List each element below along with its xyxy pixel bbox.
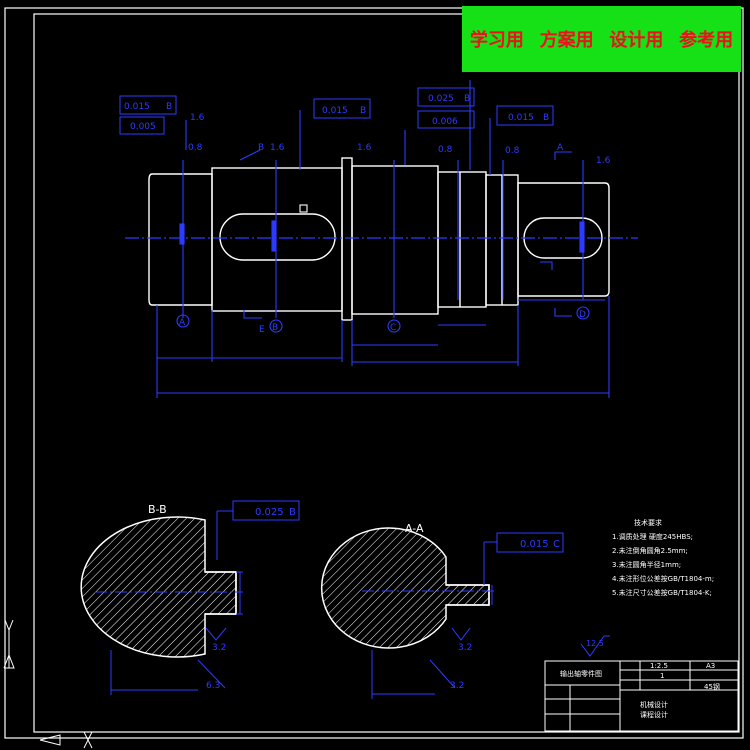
rough-7: 1.6	[190, 113, 205, 123]
title-block	[544, 660, 739, 732]
rough-6: 1.6	[596, 156, 611, 166]
section-bb-rough-2: 6.3	[206, 681, 220, 691]
section-aa-rough-1: 3.2	[458, 643, 472, 653]
section-bb-tol-ref: B	[289, 507, 296, 518]
tolerance-text: 0.015 B 0.005 0.015 B 0.025 B 0.006 0.01…	[124, 94, 611, 335]
note-2: 2.未注倒角圆角2.5mm;	[612, 547, 688, 555]
banner-item-plan: 方案用	[539, 30, 594, 51]
datum-c: C	[390, 323, 396, 333]
title-block-design-1: 机械设计	[640, 701, 668, 709]
title-block-name: 输出轴零件图	[560, 670, 602, 678]
datum-a: A	[179, 318, 186, 328]
technical-notes: 技术要求 1.调质处理 硬度245HBS; 2.未注倒角圆角2.5mm; 3.未…	[612, 516, 747, 600]
tol-3: 0.015	[322, 106, 348, 116]
title-block-size: A3	[706, 662, 716, 670]
corner-marks	[3, 619, 93, 749]
title-block-scale: 1:2.5	[650, 662, 668, 670]
inner-frame	[33, 13, 740, 733]
section-mark-b: B	[258, 143, 264, 153]
rough-1: 0.8	[188, 143, 203, 153]
outer-frame	[4, 7, 744, 739]
note-5: 5.未注尺寸公差按GB/T1804-K;	[612, 589, 712, 597]
tol-6-ref: B	[543, 113, 549, 123]
section-bb: B-B 0.025 B 3.2 6.3	[80, 500, 300, 695]
watermark-banner: 学习用 方案用 设计用 参考用	[462, 6, 741, 72]
banner-item-reference: 参考用	[679, 30, 734, 51]
tol-2: 0.005	[130, 122, 156, 132]
note-4: 4.未注形位公差按GB/T1804-m;	[612, 575, 715, 583]
general-roughness-value: 12.5	[586, 639, 604, 648]
banner-item-design: 设计用	[609, 30, 664, 51]
section-aa-tol: 0.015	[520, 539, 549, 550]
tol-4-ref: B	[464, 94, 470, 104]
datum-e: E	[259, 325, 265, 335]
dimension-lines	[156, 80, 610, 398]
note-1: 1.调质处理 硬度245HBS;	[612, 533, 694, 541]
rough-5: 0.8	[505, 146, 520, 156]
datum-d: D	[579, 310, 586, 320]
section-bb-rough-1: 3.2	[212, 643, 226, 653]
rough-2: 1.6	[270, 143, 285, 153]
section-mark-a: A	[557, 143, 564, 153]
section-aa: A-A 0.015 C 3.2 3.2	[320, 522, 564, 699]
section-aa-title: A-A	[405, 522, 424, 535]
notes-title: 技术要求	[634, 519, 662, 527]
banner-item-study: 学习用	[469, 30, 524, 51]
tol-6: 0.015	[508, 113, 534, 123]
general-roughness	[580, 635, 610, 657]
tol-5: 0.006	[432, 117, 458, 127]
rough-4: 0.8	[438, 145, 453, 155]
section-aa-tol-ref: C	[553, 539, 560, 550]
tol-1-ref: B	[166, 102, 172, 112]
title-block-qty: 1	[660, 672, 665, 680]
datum-b: B	[272, 323, 278, 333]
rough-3: 1.6	[357, 143, 372, 153]
tol-1: 0.015	[124, 102, 150, 112]
section-bb-title: B-B	[148, 503, 167, 516]
title-block-design-2: 课程设计	[640, 711, 668, 719]
tol-4: 0.025	[428, 94, 454, 104]
shaft-main-view	[148, 157, 610, 321]
title-block-material: 45钢	[704, 683, 720, 691]
section-bb-tol: 0.025	[255, 507, 284, 518]
note-3: 3.未注圆角半径1mm;	[612, 561, 682, 569]
tolerance-frames	[119, 87, 554, 135]
section-aa-rough-2: 3.2	[450, 681, 464, 691]
tol-3-ref: B	[360, 106, 366, 116]
